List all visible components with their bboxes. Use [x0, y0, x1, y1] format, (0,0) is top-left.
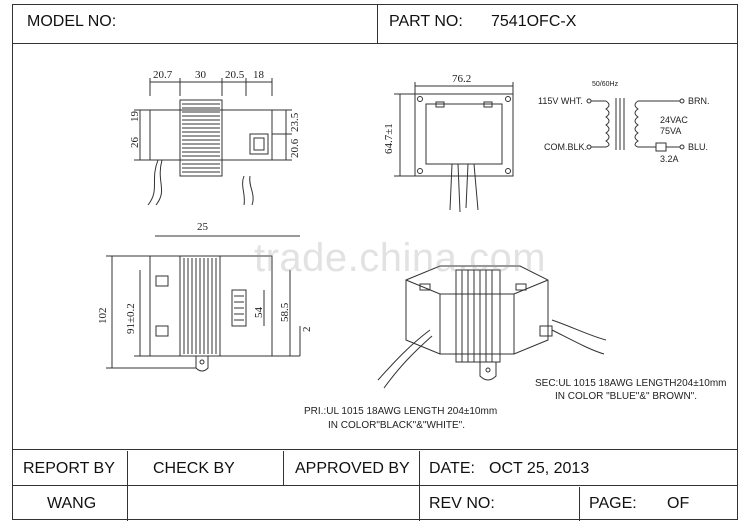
- of-label: OF: [667, 495, 690, 512]
- approved-label: APPROVED BY: [295, 460, 410, 477]
- check-label: CHECK BY: [153, 460, 235, 477]
- sec-note-line-2: IN COLOR "BLUE"&" BROWN".: [555, 391, 697, 402]
- sec-note-line-1: SEC:UL 1015 18AWG LENGTH204±10mm: [535, 378, 727, 389]
- dim-side-1: 20.7: [153, 69, 173, 81]
- freq-label: 50/60Hz: [592, 81, 619, 88]
- bottom-view: [106, 235, 301, 372]
- dim-side-2: 30: [195, 69, 207, 81]
- dim-side-3: 20.5: [225, 69, 245, 81]
- pri-note-line-2: IN COLOR"BLACK"&"WHITE".: [328, 420, 465, 431]
- dim-bottom-1: 25: [197, 221, 209, 233]
- pri-note-line-1: PRI.:UL 1015 18AWG LENGTH 204±10mm: [304, 406, 497, 417]
- front-view: [394, 82, 514, 213]
- dim-side-4: 18: [253, 69, 265, 81]
- front-view-labels: 76.2 64.7±1: [383, 73, 471, 154]
- out1-label: BRN.: [688, 96, 710, 106]
- header-divider: [377, 5, 378, 43]
- footer-mid-line: [13, 485, 737, 486]
- footer-divider-3: [419, 451, 420, 521]
- input-label: 115V WHT.: [538, 96, 583, 106]
- footer-divider-4: [579, 487, 580, 521]
- out2-label: BLU.: [688, 142, 708, 152]
- dim-bottom-3: 91±0.2: [125, 303, 137, 334]
- footer-divider-1: [127, 451, 128, 521]
- dim-side-7: 23.5: [289, 112, 301, 132]
- dim-side-5: 19: [129, 111, 141, 123]
- fuse-rating: 3.2A: [660, 154, 679, 164]
- dim-bottom-4: 54: [253, 307, 265, 319]
- part-label: PART NO:: [389, 13, 463, 30]
- part-value: 7541OFC-X: [491, 13, 577, 30]
- footer-divider-2: [283, 451, 284, 485]
- date-value: OCT 25, 2013: [489, 460, 590, 477]
- dim-front-width: 76.2: [452, 73, 471, 85]
- model-label: MODEL NO:: [27, 13, 117, 30]
- isometric-view: [377, 265, 607, 389]
- date-label: DATE:: [429, 460, 475, 477]
- side-view-labels: 20.7 30 20.5 18 19 26 23.5 20.6: [129, 69, 301, 158]
- notes: PRI.:UL 1015 18AWG LENGTH 204±10mm IN CO…: [304, 378, 727, 431]
- side-view: [134, 78, 292, 206]
- dim-side-6: 26: [129, 137, 141, 149]
- footer-top-line: [13, 449, 737, 450]
- rating-voltage: 24VAC: [660, 115, 688, 125]
- page-label: PAGE:: [589, 495, 637, 512]
- report-value: WANG: [47, 495, 97, 512]
- dim-bottom-5: 58.5: [279, 302, 291, 322]
- drawing-sheet: MODEL NO: PART NO: 7541OFC-X REPORT BY C…: [12, 4, 738, 521]
- dim-bottom-6: 2: [301, 327, 313, 333]
- dim-front-height: 64.7±1: [383, 123, 395, 154]
- dim-side-8: 20.6: [289, 138, 301, 158]
- rev-label: REV NO:: [429, 495, 495, 512]
- schematic-labels: 50/60Hz 115V WHT. COM.BLK. BRN. BLU. 24V…: [538, 81, 710, 164]
- common-label: COM.BLK.: [544, 142, 587, 152]
- dim-bottom-2: 102: [97, 308, 109, 325]
- header-row: [13, 5, 737, 44]
- report-label: REPORT BY: [23, 460, 115, 477]
- watermark: trade.china.com: [254, 236, 547, 280]
- wiring-schematic: [586, 98, 685, 152]
- rating-va: 75VA: [660, 126, 681, 136]
- bottom-view-labels: 25 102 91±0.2 54 58.5 2: [97, 221, 313, 334]
